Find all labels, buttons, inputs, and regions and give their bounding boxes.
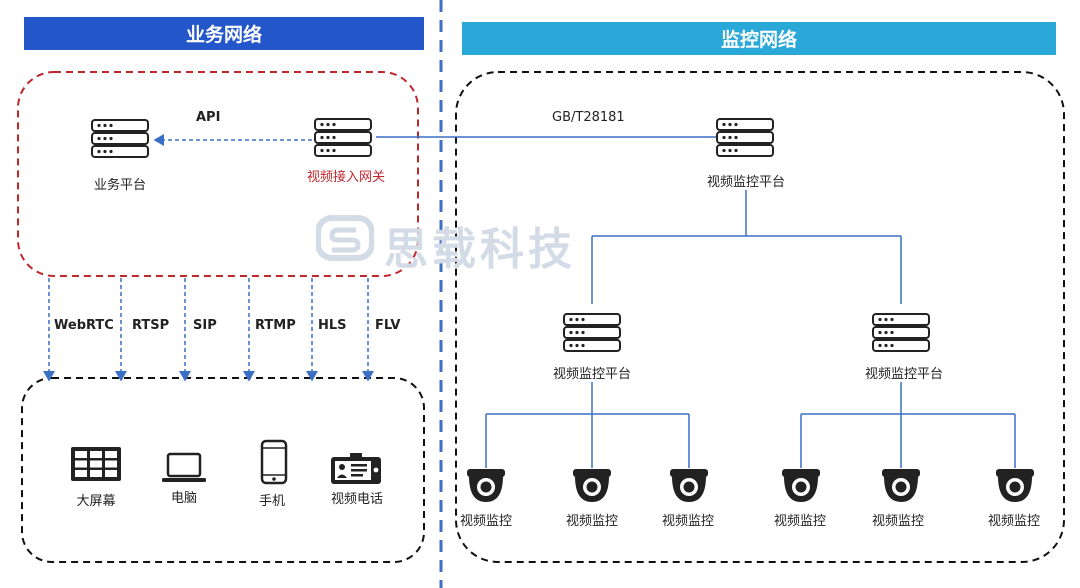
- gateway-label: 视频接入网关: [306, 170, 385, 185]
- business-platform-label: 业务平台: [93, 178, 146, 193]
- camera-label-3: 视频监控: [661, 514, 714, 529]
- right-platform-label: 视频监控平台: [854, 363, 954, 382]
- terminal-label-phone: 手机: [258, 494, 285, 509]
- camera-label-1: 视频监控: [459, 514, 512, 529]
- left-platform-server-icon: [563, 313, 621, 352]
- business-zone-frame: [17, 71, 419, 277]
- top-platform-label: 视频监控平台: [706, 175, 785, 190]
- protocol-arrows: [43, 278, 374, 382]
- dome-camera-icon: [670, 469, 708, 502]
- terminal-label-videophone: 视频电话: [330, 492, 383, 507]
- watermark-logo-icon: [315, 214, 375, 262]
- dome-camera-icon: [882, 469, 920, 502]
- terminals-frame: [21, 377, 425, 563]
- dome-camera-icon: [782, 469, 820, 502]
- left-platform-label: 视频监控平台: [542, 363, 642, 382]
- protocol-label-sip: SIP: [193, 318, 217, 333]
- video-wall-icon: [71, 447, 121, 481]
- protocol-label-rtmp: RTMP: [255, 318, 296, 333]
- api-label: API: [196, 110, 221, 125]
- camera-label-5: 视频监控: [871, 514, 924, 529]
- right-platform-server-icon: [872, 313, 930, 352]
- terminal-label-laptop: 电脑: [170, 491, 197, 506]
- dome-camera-icon: [573, 469, 611, 502]
- video-phone-icon: [331, 453, 381, 484]
- camera-label-4: 视频监控: [773, 514, 826, 529]
- dome-camera-icon: [467, 469, 505, 502]
- monitor-network-title: 监控网络: [720, 29, 797, 51]
- laptop-icon: [162, 452, 206, 482]
- protocol-label-flv: FLV: [375, 318, 401, 333]
- monitor-network-banner: 监控网络: [462, 22, 1056, 55]
- protocol-label-webrtc: WebRTC: [54, 318, 114, 333]
- camera-label-6: 视频监控: [987, 514, 1040, 529]
- terminal-label-wall: 大屏幕: [76, 494, 116, 509]
- monitor-zone-frame: [455, 71, 1065, 563]
- business-network-banner: 业务网络: [24, 17, 424, 50]
- phone-icon: [260, 439, 288, 485]
- gbt-link-label: GB/T28181: [552, 110, 625, 125]
- business-network-title: 业务网络: [185, 24, 262, 46]
- protocol-label-hls: HLS: [318, 318, 347, 333]
- gateway-server-icon: [314, 118, 372, 157]
- business-platform-server-icon: [91, 119, 149, 158]
- camera-label-2: 视频监控: [565, 514, 618, 529]
- monitor-tree: [485, 190, 1016, 468]
- watermark-text: 思载科技: [384, 224, 576, 275]
- dome-camera-icon: [996, 469, 1034, 502]
- top-platform-server-icon: [716, 118, 774, 157]
- protocol-label-rtsp: RTSP: [132, 318, 170, 333]
